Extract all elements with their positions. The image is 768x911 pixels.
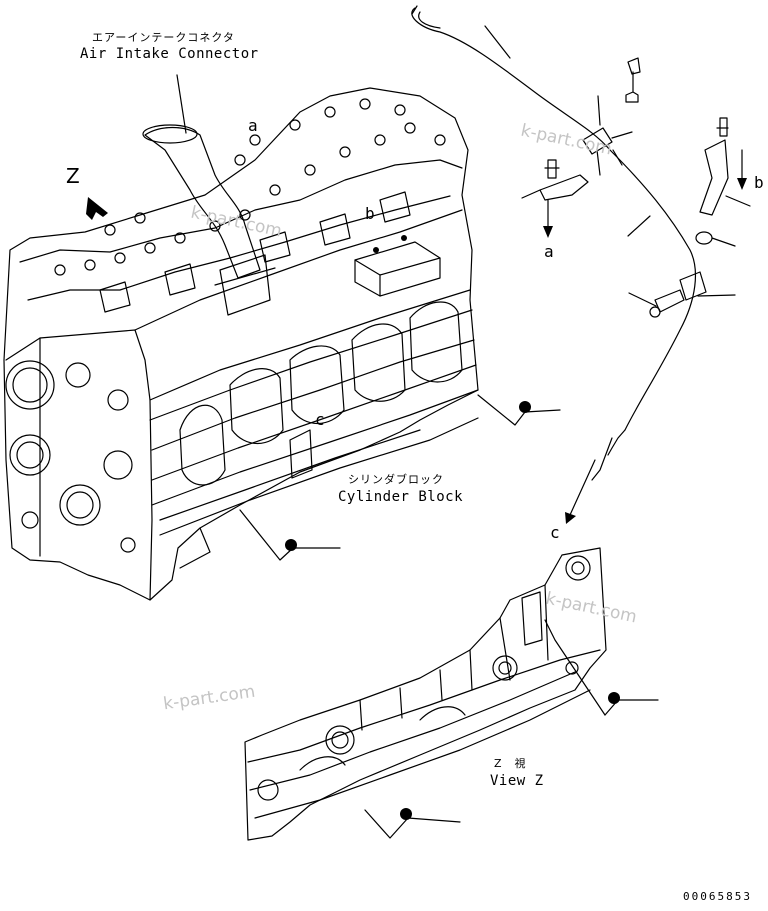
direction-arrows [547,149,743,516]
view-z-label: View Z [490,773,544,789]
cylinder-block-label-jp: シリンダブロック [348,473,444,486]
leader-lines [176,25,751,839]
view-z-reference-marker: Z [66,164,81,188]
reference-a-bracket: a [544,242,555,261]
reference-c-view: c [550,523,561,542]
reference-b-bracket: b [754,173,765,192]
reference-b-engine: b [365,204,376,223]
air-intake-connector-label: Air Intake Connector [80,46,259,62]
view-z-label-jp: Z 視 [494,757,527,770]
reference-c-engine: c [315,410,326,429]
air-intake-connector-label-jp: エアーインテークコネクタ [92,31,235,44]
view-z-drawing [244,547,607,841]
cylinder-block-drawing [3,87,479,601]
dipstick-assembly [411,5,729,481]
document-number: 00065853 [683,890,752,903]
reference-a-engine: a [248,116,259,135]
cylinder-block-label: Cylinder Block [338,489,464,505]
